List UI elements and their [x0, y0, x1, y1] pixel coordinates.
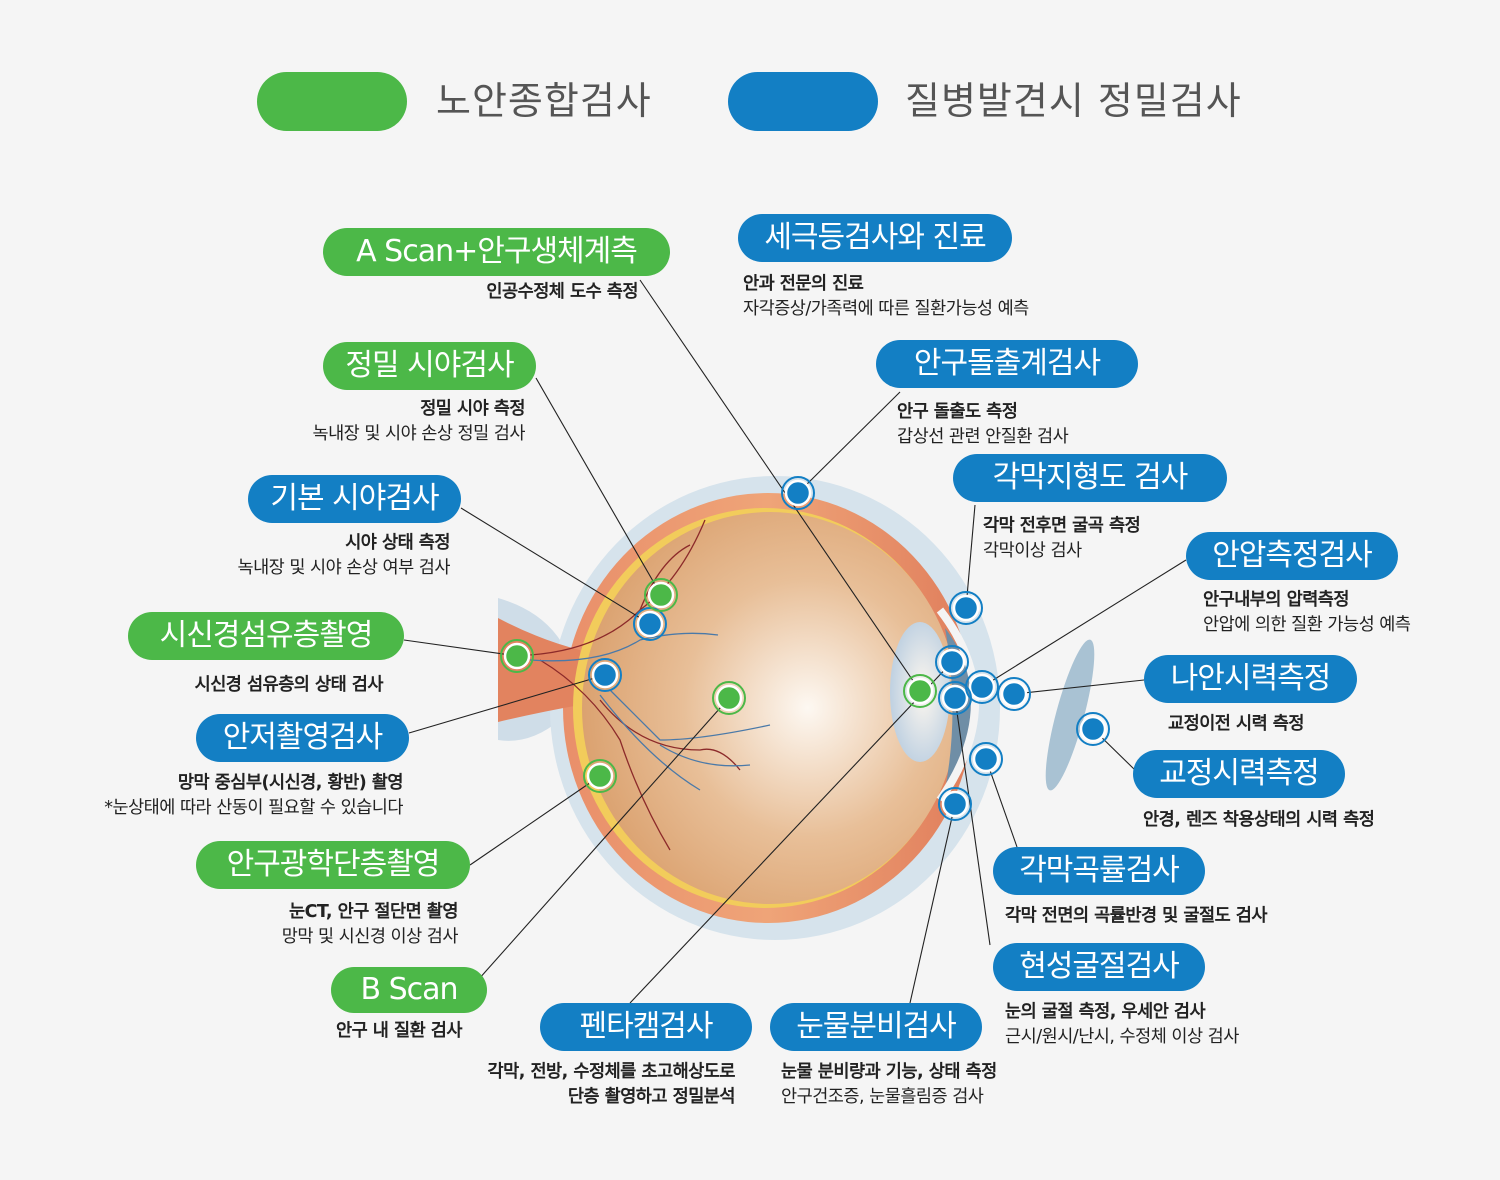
label-fundus: 안저촬영검사 [196, 714, 409, 762]
marker-fundus [591, 661, 619, 689]
label-exophthalmometer: 안구돌출계검사 [876, 340, 1138, 388]
label-uncorrected: 나안시력측정 [1144, 655, 1357, 703]
label-keratometry: 각막곡률검사 [993, 847, 1205, 895]
desc-tear: 눈물 분비량과 기능, 상태 측정 안구건조증, 눈물흘림증 검사 [781, 1062, 997, 1107]
desc-corrected: 안경, 렌즈 착용상태의 시력 측정 [1143, 810, 1375, 830]
leader-lines [403, 279, 1187, 1004]
leader-line-keratometry [985, 758, 1018, 848]
legend-label-presbyopia: 노안종합검사 [436, 79, 652, 123]
marker-ascan [906, 677, 934, 705]
markers [500, 476, 1110, 821]
leader-line-tear [909, 803, 956, 1004]
retinal-arteries [529, 519, 741, 851]
marker-corrected [1079, 715, 1107, 743]
label-tear: 눈물분비검사 [770, 1003, 982, 1051]
label-oct: 안구광학단층촬영 [196, 841, 470, 889]
label-ascan: A Scan+안구생체계측 [323, 228, 670, 276]
marker-iop [968, 673, 996, 701]
leader-line-uncorrected [1013, 679, 1145, 695]
label-slitlamp: 세극등검사와 진료 [738, 214, 1012, 262]
leader-line-refraction [954, 697, 991, 946]
contact-lens [1045, 639, 1095, 791]
marker-pentacam [938, 648, 966, 676]
label-bscan: B Scan [331, 967, 487, 1013]
desc-oct: 눈CT, 안구 절단면 촬영 망막 및 시신경 이상 검사 [281, 902, 459, 947]
marker-oct [586, 762, 614, 790]
marker-bscan [715, 684, 743, 712]
leader-line-iop [981, 559, 1187, 688]
desc-slitlamp: 안과 전문의 진료 자각증상/가족력에 따른 질환가능성 예측 [743, 274, 1029, 319]
desc-bscan: 안구 내 질환 검사 [336, 1021, 462, 1041]
leader-line-oct [469, 775, 601, 866]
leader-line-basic-field [460, 507, 651, 625]
legend-label-disease: 질병발견시 정밀검사 [905, 79, 1242, 123]
retinal-veins [529, 632, 771, 791]
marker-tear [941, 790, 969, 818]
desc-precise-field: 정밀 시야 측정 녹내장 및 시야 손상 정밀 검사 [312, 399, 525, 444]
desc-ascan: 인공수정체 도수 측정 [486, 282, 638, 302]
marker-basic-field [636, 610, 664, 638]
eyeball [498, 476, 1095, 940]
vitreous [582, 512, 958, 904]
label-precise-field: 정밀 시야검사 [323, 342, 536, 390]
desc-rnfl: 시신경 섬유층의 상태 검사 [194, 675, 384, 695]
marker-rnfl [503, 642, 531, 670]
desc-uncorrected: 교정이전 시력 측정 [1168, 714, 1305, 734]
label-rnfl: 시신경섬유층촬영 [128, 612, 404, 660]
marker-exophthalmometer [784, 479, 812, 507]
legend-swatch-blue [728, 72, 878, 131]
legend-swatch-green [257, 72, 407, 131]
desc-fundus: 망막 중심부(시신경, 황반) 촬영 *눈상태에 따라 산동이 필요할 수 있습… [104, 773, 403, 818]
label-iop: 안압측정검사 [1186, 532, 1398, 580]
label-corrected: 교정시력측정 [1133, 750, 1345, 798]
label-topography: 각막지형도 검사 [953, 454, 1227, 502]
marker-keratometry [972, 745, 1000, 773]
marker-precise-field [647, 581, 675, 609]
desc-refraction: 눈의 굴절 측정, 우세안 검사 근시/원시/난시, 수정체 이상 검사 [1005, 1002, 1239, 1047]
leader-line-exophthalmometer [797, 391, 901, 494]
desc-exophthalmometer: 안구 돌출도 측정 갑상선 관련 안질환 검사 [897, 402, 1069, 447]
desc-iop: 안구내부의 압력측정 안압에 의한 질환 가능성 예측 [1203, 590, 1411, 635]
marker-topography [952, 594, 980, 622]
label-refraction: 현성굴절검사 [993, 943, 1205, 991]
leader-line-pentacam [629, 661, 953, 1004]
desc-pentacam: 각막, 전방, 수정체를 초고해상도로 단층 촬영하고 정밀분석 [487, 1062, 736, 1107]
leader-line-precise-field [535, 377, 662, 596]
leader-line-bscan [477, 697, 730, 981]
leader-line-fundus [408, 674, 606, 734]
leader-line-topography [965, 504, 976, 609]
desc-topography: 각막 전후면 굴곡 측정 각막이상 검사 [983, 516, 1141, 561]
label-basic-field: 기본 시야검사 [248, 475, 461, 523]
marker-refraction [941, 684, 969, 712]
desc-keratometry: 각막 전면의 곡률반경 및 굴절도 검사 [1005, 906, 1267, 926]
leader-line-rnfl [403, 639, 518, 657]
desc-basic-field: 시야 상태 측정 녹내장 및 시야 손상 여부 검사 [237, 533, 450, 578]
marker-uncorrected [1000, 680, 1028, 708]
label-pentacam: 펜타캠검사 [540, 1003, 752, 1051]
leader-line-ascan [639, 279, 921, 692]
